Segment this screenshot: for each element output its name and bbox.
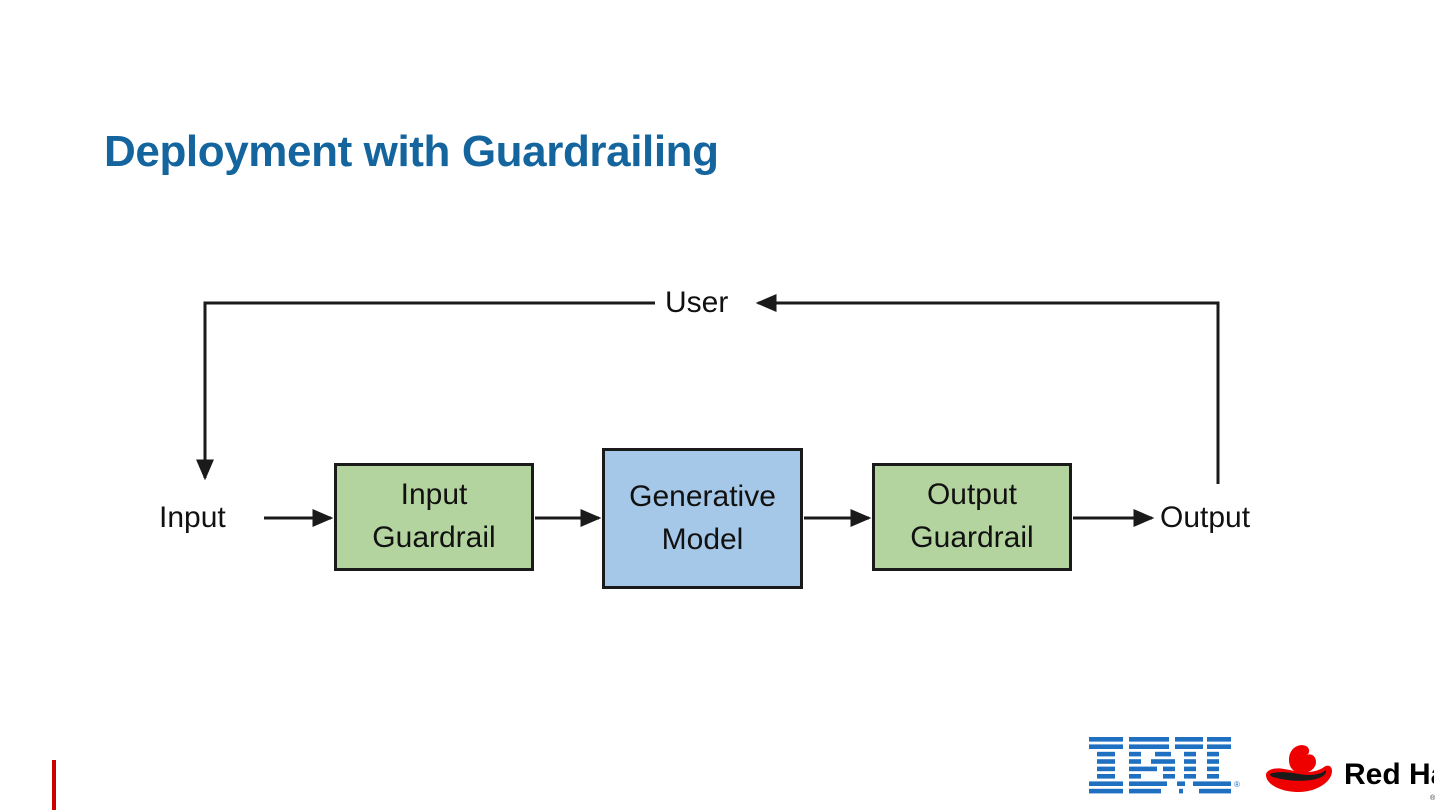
redhat-logo: Red Hat xyxy=(1266,745,1434,792)
flow-node-generative-model-line1: Generative xyxy=(629,479,776,513)
redhat-wordmark: Red Hat xyxy=(1344,758,1434,791)
flow-node-output-guardrail-line2: Guardrail xyxy=(910,521,1034,554)
flow-node-input-guardrail[interactable]: Input Guardrail xyxy=(334,463,534,571)
ibm-logo xyxy=(1089,737,1231,794)
flow-node-input-guardrail-line2: Guardrail xyxy=(372,521,496,554)
flow-node-output-guardrail-line1: Output xyxy=(926,478,1018,512)
flow-node-generative-model[interactable]: Generative Model xyxy=(602,448,803,589)
page-title: Deployment with Guardrailing xyxy=(104,127,719,176)
flow-label-user: User xyxy=(665,286,729,319)
edge-user-to-input xyxy=(196,301,655,481)
redhat-registered-icon: ® xyxy=(1430,795,1436,802)
ibm-registered-icon: ® xyxy=(1234,780,1240,789)
flow-node-input-guardrail-line1: Input xyxy=(400,478,468,512)
accent-bar xyxy=(52,760,56,810)
flow-node-generative-model-line2: Model xyxy=(661,522,744,556)
flow-label-input: Input xyxy=(159,501,226,534)
flow-label-output: Output xyxy=(1160,501,1251,534)
flow-node-output-guardrail[interactable]: Output Guardrail xyxy=(872,463,1072,571)
redhat-fedora-icon xyxy=(1266,745,1332,792)
edge-output-to-user xyxy=(755,294,1220,484)
